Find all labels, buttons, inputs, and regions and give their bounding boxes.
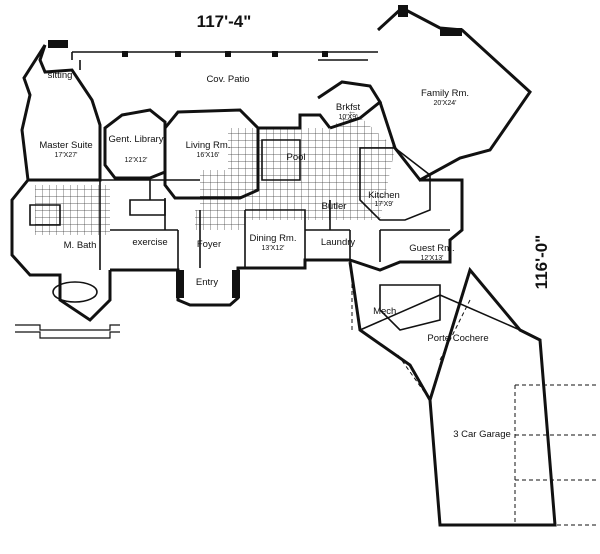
size-dining-rm: 13'X12' <box>262 245 285 252</box>
overall-depth-dimension: 116'-0" <box>532 235 551 290</box>
label-laundry: Laundry <box>321 237 356 248</box>
label-mech: Mech. <box>373 306 399 317</box>
label-porte-cochere: Porte Cochere <box>427 333 488 344</box>
label-gent-library: Gent. Library <box>109 134 164 145</box>
exterior-walls <box>10 5 557 527</box>
size-brkfst: 10'X9' <box>338 114 357 121</box>
label-pool: Pool <box>286 152 305 163</box>
label-master-suite: Master Suite <box>39 140 92 151</box>
site-steps <box>15 324 120 339</box>
label-butler: Butler <box>322 201 347 212</box>
size-master-suite: 17'X27' <box>55 152 78 159</box>
overall-width-dimension: 117'-4" <box>197 12 252 31</box>
interior-walls <box>29 139 450 270</box>
label-cov-patio: Cov. Patio <box>206 74 249 85</box>
label-entry: Entry <box>196 277 218 288</box>
garage-doors <box>514 384 598 526</box>
label-exercise: exercise <box>132 237 167 248</box>
size-living-rm: 16'X16' <box>197 152 220 159</box>
tile-floor <box>35 110 395 235</box>
size-family-rm: 20'X24' <box>434 100 457 107</box>
label-living-rm: Living Rm. <box>186 140 231 151</box>
size-kitchen: 17'X9' <box>374 201 393 208</box>
label-guest-rm: Guest Rm. <box>409 243 454 254</box>
label-m-bath: M. Bath <box>64 240 97 251</box>
label-dining-rm: Dining Rm. <box>250 233 297 244</box>
label-garage: 3 Car Garage <box>453 429 511 440</box>
room-labels: sitting Cov. Patio Brkfst 10'X9' Family … <box>39 70 510 440</box>
size-guest-rm: 12'X13' <box>421 255 444 262</box>
size-gent-library: 12'X12' <box>125 157 148 164</box>
covered-patio <box>71 51 378 70</box>
label-family-rm: Family Rm. <box>421 88 469 99</box>
label-foyer: Foyer <box>197 239 221 250</box>
label-sitting: sitting <box>48 70 73 81</box>
porte-cochere-columns <box>351 270 471 401</box>
label-brkfst: Brkfst <box>336 102 361 113</box>
label-kitchen: Kitchen <box>368 190 400 201</box>
